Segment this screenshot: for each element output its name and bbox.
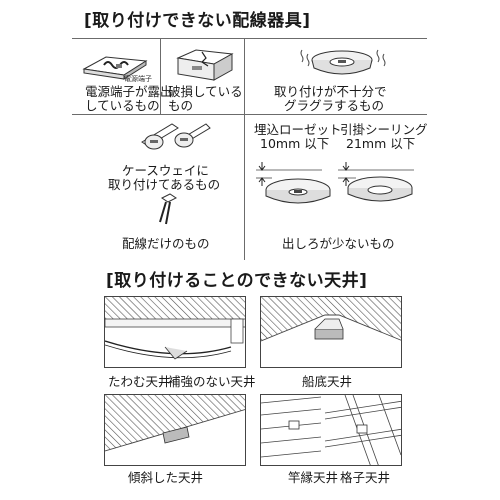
sagging-caption: たわむ天井 — [108, 374, 171, 389]
rosette-height: 10mm 以下 — [260, 136, 330, 151]
divider — [244, 38, 245, 260]
inclined-ceiling-illustration — [104, 394, 246, 466]
unreinforced-caption: 補強のない天井 — [168, 374, 256, 389]
coffered-ceiling-caption: 格子天井 — [340, 470, 391, 485]
caseway-illustration — [141, 123, 211, 150]
wobbly-caption-1: 取り付けが不十分で — [274, 84, 387, 99]
inclined-caption: 傾斜した天井 — [128, 470, 204, 485]
ceiling-hook-label: 引掛シーリング — [340, 122, 428, 137]
exposed-terminal-caption-2: しているもの — [85, 98, 160, 113]
low-protrusion-caption: 出しろが少ないもの — [282, 236, 395, 251]
sagging-ceiling-illustration — [104, 296, 246, 368]
wobbly-rosette-illustration — [300, 49, 386, 75]
low-protrusion-illustration — [256, 162, 414, 204]
exposed-terminal-illustration — [82, 56, 148, 80]
wiring-only-caption: 配線だけのもの — [122, 236, 210, 251]
divider — [72, 114, 427, 115]
wiring-only-illustration — [159, 193, 177, 225]
damaged-caption-2: もの — [168, 98, 194, 113]
ceilings-section-title: [取り付けることのできない天井] — [106, 271, 368, 291]
boat-bottom-ceiling-illustration — [260, 296, 402, 368]
batten-coffered-ceiling-illustration — [260, 394, 402, 466]
damaged-fixture-illustration — [176, 49, 234, 81]
boat-bottom-caption: 船底天井 — [302, 374, 353, 389]
caseway-caption-2: 取り付けてあるもの — [108, 177, 221, 192]
caseway-caption-1: ケースウェイに — [122, 163, 209, 178]
batten-ceiling-caption: 竿縁天井 — [288, 470, 339, 485]
exposed-terminal-caption-1: 電源端子が露出 — [85, 84, 173, 99]
terminal-tag: 電源端子 — [124, 75, 152, 83]
wobbly-caption-2: グラグラするもの — [284, 98, 385, 113]
rosette-label: 埋込ローゼット — [254, 122, 342, 137]
fixtures-section-title: [取り付けできない配線器具] — [84, 11, 311, 31]
damaged-caption-1: 破損している — [168, 84, 243, 99]
ceiling-hook-height: 21mm 以下 — [346, 136, 416, 151]
divider — [160, 38, 161, 114]
divider — [72, 38, 427, 39]
